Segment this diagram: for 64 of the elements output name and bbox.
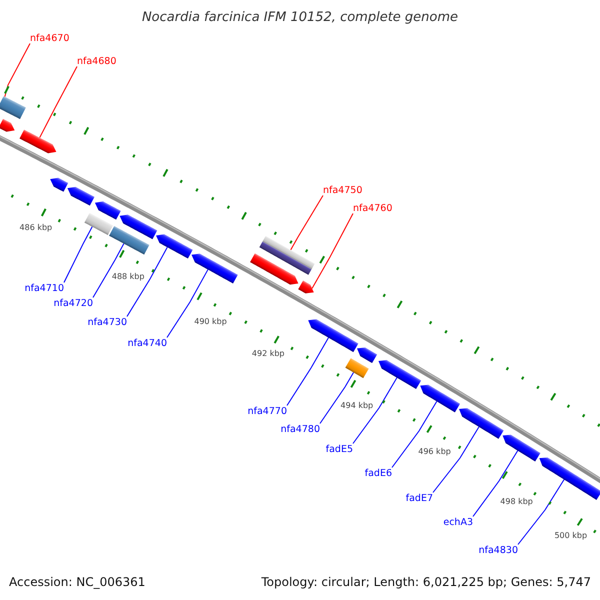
leader-line	[290, 195, 324, 250]
gene-label: nfa4780	[280, 424, 320, 434]
gene-label: fadE6	[364, 468, 392, 478]
gene-bar	[20, 130, 56, 154]
leader-line	[518, 479, 565, 545]
footer-text: Accession: NC_006361	[9, 575, 146, 589]
leader-line	[320, 372, 354, 424]
gene-bar	[298, 280, 314, 294]
scale-label: 488 kbp	[112, 272, 144, 282]
gene-label: nfa4730	[88, 316, 127, 328]
leader-line	[312, 213, 354, 289]
gene-bar	[250, 253, 298, 285]
footer-text: Topology: circular; Length: 6,021,225 bp; Genes: 5,747	[261, 575, 591, 589]
leader-line	[92, 243, 124, 298]
gene-bar	[539, 457, 600, 500]
leader-line	[4, 43, 30, 98]
feature-block	[345, 358, 369, 378]
gene-bar	[120, 214, 158, 240]
leader-line	[352, 377, 398, 444]
feature-block	[262, 236, 315, 270]
gene-label: nfa4720	[54, 298, 93, 308]
gene-label: nfa4680	[77, 56, 116, 66]
gene-bar	[357, 347, 378, 364]
leader-line	[126, 246, 168, 317]
scale-label: 486 kbp	[20, 222, 52, 232]
gene-bar	[156, 234, 193, 259]
gene-label: nfa4760	[353, 202, 392, 214]
scale-label: 490 kbp	[194, 316, 227, 327]
feature-block	[259, 242, 312, 275]
gene-label: nfa4770	[248, 406, 287, 416]
gene-bar	[192, 254, 238, 284]
gene-bar	[420, 384, 460, 412]
feature-block	[109, 226, 150, 255]
gene-bar	[308, 319, 358, 352]
gene-bar	[50, 178, 68, 192]
gene-bar	[0, 118, 15, 132]
gene-bar	[502, 434, 540, 462]
feature-block	[0, 96, 26, 120]
leader-line	[432, 426, 480, 493]
gene-bar	[67, 186, 95, 206]
gene-label: fadE5	[326, 444, 353, 454]
scale-label: 496 kbp	[418, 447, 451, 457]
gene-label: nfa4710	[24, 282, 64, 294]
scale-label: 492 kbp	[252, 349, 284, 360]
leader-line	[286, 337, 329, 406]
gene-label: nfa4740	[128, 338, 167, 348]
gene-label: echA3	[443, 516, 473, 528]
leader-line	[392, 400, 438, 468]
leader-line	[64, 226, 93, 283]
gene-bar	[459, 408, 504, 439]
gene-bar	[378, 360, 422, 390]
gene-label: nfa4750	[323, 184, 362, 196]
leader-line	[166, 269, 208, 338]
leader-line	[472, 450, 518, 517]
scale-label: 494 kbp	[340, 400, 374, 411]
gene-label: nfa4670	[30, 32, 70, 44]
gene-label: fadE7	[406, 492, 433, 504]
gene-bar	[94, 201, 121, 220]
scale-label: 500 kbp	[554, 531, 588, 542]
feature-block	[84, 212, 114, 236]
leader-line	[39, 66, 78, 138]
scale-label: 498 kbp	[500, 497, 533, 508]
title: Nocardia farcinica IFM 10152, complete genome	[140, 10, 460, 26]
gene-label: nfa4830	[478, 544, 518, 556]
